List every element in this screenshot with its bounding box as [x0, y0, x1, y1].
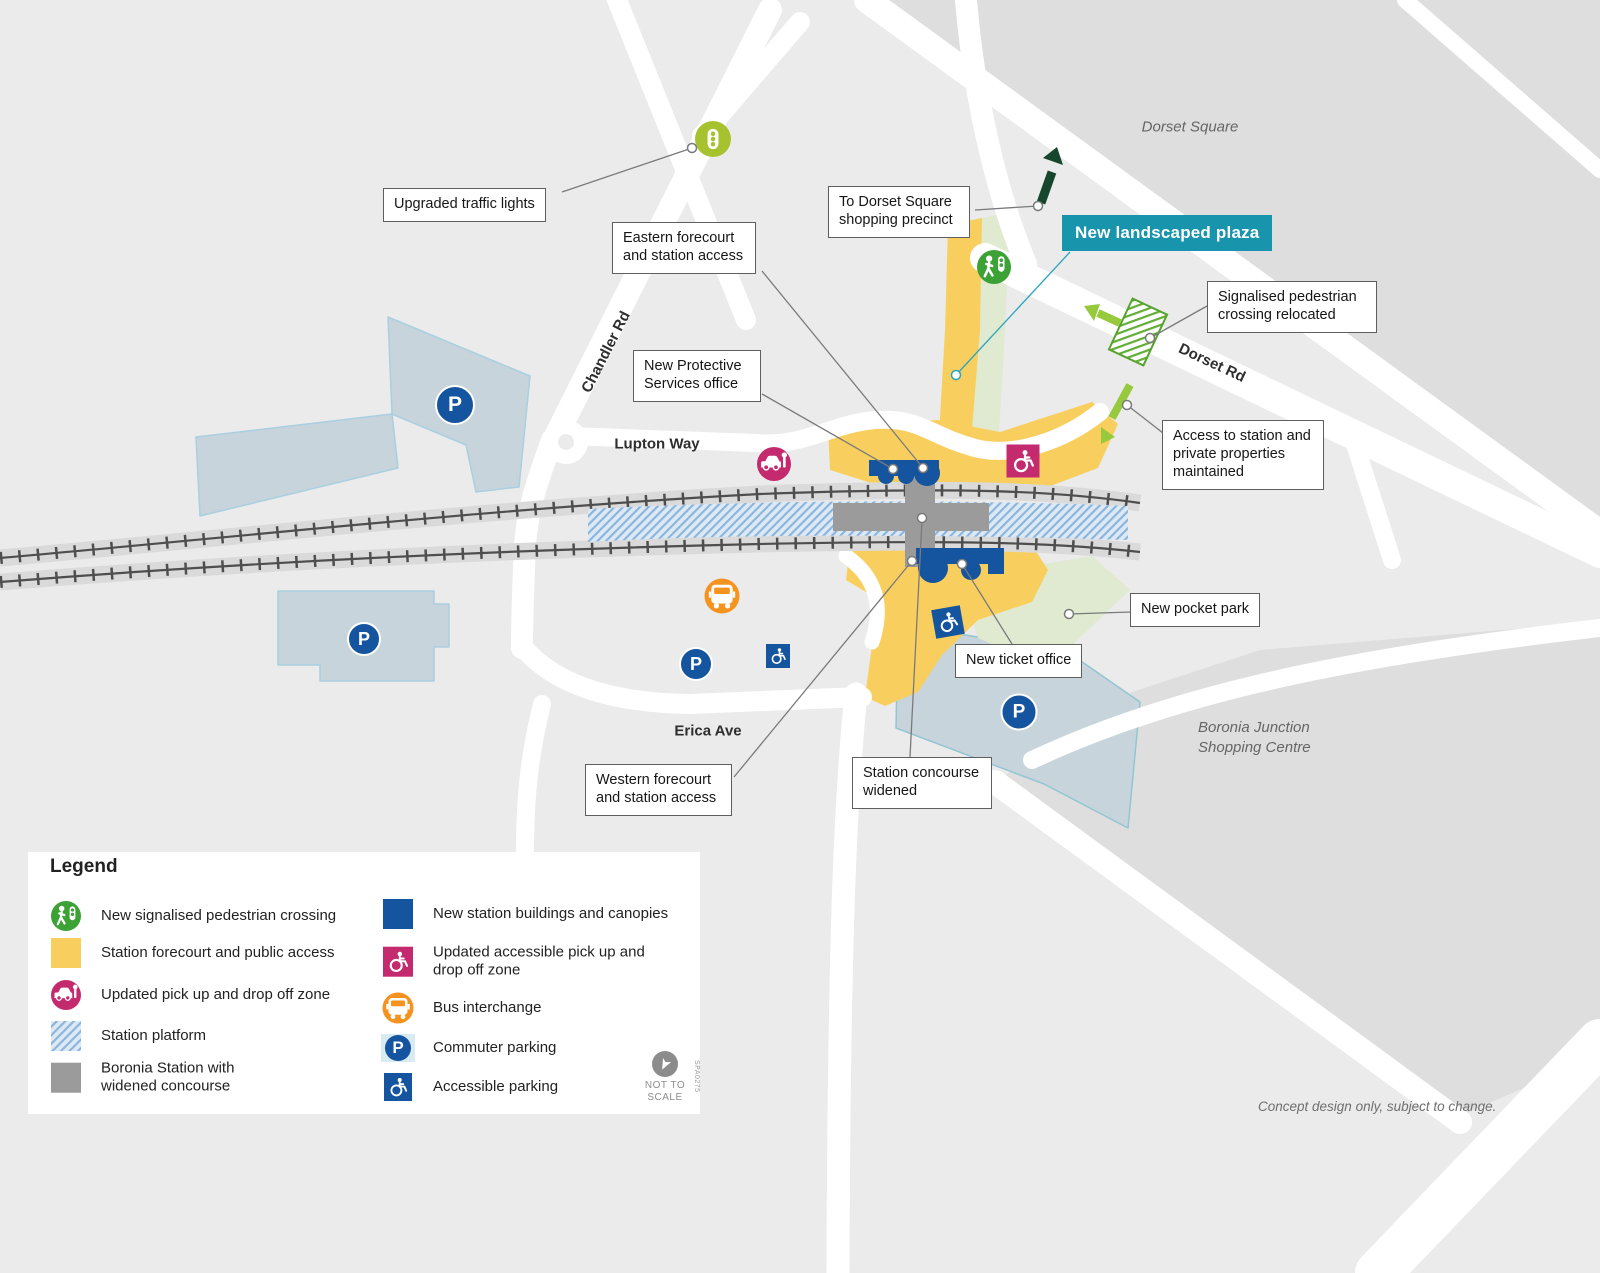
parking-letter: P: [1012, 701, 1026, 722]
legend-item-pickup-zone: Updated pick up and drop off zone: [48, 977, 330, 1013]
bus-interchange-icon: [380, 990, 416, 1026]
road-label-erica-ave: Erica Ave: [674, 722, 742, 740]
buildings-swatch: [380, 896, 416, 932]
commuter-parking-icon: P: [380, 1030, 416, 1066]
legend-label: Bus interchange: [433, 998, 542, 1016]
legend-label: New signalised pedestrian crossing: [101, 906, 337, 924]
callout-new-pocket-park: New pocket park: [1130, 593, 1260, 627]
roundabout: [544, 420, 588, 464]
area-label-dorset-square: Dorset Square: [1141, 118, 1239, 136]
commuter-parking-icon: P: [347, 622, 381, 656]
legend-item-forecourt: Station forecourt and public access: [48, 935, 334, 971]
legend-item-accessible-parking: Accessible parking: [380, 1069, 558, 1105]
rail-tracks: [0, 481, 1142, 591]
legend-label: Station platform: [101, 1026, 207, 1044]
legend-title: Legend: [50, 856, 118, 877]
callout-access-maintained: Access to station and private properties…: [1162, 420, 1324, 490]
traffic-light-icon: [695, 121, 731, 157]
legend-item-platform: Station platform: [48, 1018, 206, 1054]
road-label-lupton-way: Lupton Way: [614, 435, 700, 453]
callout-upgraded-traffic-lights: Upgraded traffic lights: [383, 188, 546, 222]
callout-station-concourse-widened: Station concourse widened: [852, 757, 992, 809]
callout-protective-services-office: New Protective Services office: [633, 350, 761, 402]
commuter-parking-icon: P: [679, 647, 713, 681]
legend-item-commuter-parking: P Commuter parking: [380, 1030, 556, 1066]
footnote-concept-design: Concept design only, subject to change.: [1258, 1099, 1497, 1114]
commuter-parking-icon: P: [435, 385, 475, 425]
legend-label: Commuter parking: [433, 1038, 557, 1056]
pickup-dropoff-icon: [757, 447, 791, 481]
commuter-parking-icon: P: [1000, 693, 1038, 731]
platform-swatch: [48, 1018, 84, 1054]
legend-label: New station buildings and canopies: [433, 904, 669, 922]
legend-item-station-buildings: New station buildings and canopies: [380, 896, 668, 932]
area-label-boronia-junction: Boronia Junction Shopping Centre: [1198, 719, 1311, 756]
accessible-pickup-icon: [380, 944, 416, 980]
callout-western-forecourt: Western forecourt and station access: [585, 764, 732, 816]
project-code: SPA0275: [693, 1060, 700, 1093]
legend-item-accessible-pickup: Updated accessible pick up and drop off …: [380, 944, 658, 981]
relocated-crossing-hatch: [1107, 297, 1169, 367]
legend-item-pedestrian-crossing: New signalised pedestrian crossing: [48, 898, 336, 934]
accessible-parking-icon: [380, 1069, 416, 1105]
accessible-parking-icon: [931, 605, 965, 639]
not-to-scale-label: NOT TO SCALE: [644, 1080, 686, 1103]
forecourt-swatch: [48, 935, 84, 971]
callout-new-landscaped-plaza: New landscaped plaza: [1062, 215, 1273, 251]
legend-label: Station forecourt and public access: [101, 943, 335, 961]
callout-signalised-crossing-relocated: Signalised pedestrian crossing relocated: [1207, 281, 1377, 333]
leader-dots: [686, 142, 1156, 620]
pedestrian-crossing-icon: [48, 898, 84, 934]
pedestrian-crossing-icon: [977, 250, 1011, 284]
legend-label: Accessible parking: [433, 1077, 559, 1095]
callout-eastern-forecourt: Eastern forecourt and station access: [612, 222, 756, 274]
not-to-scale-icon: [652, 1051, 678, 1077]
legend-label: Boronia Station with widened concourse: [101, 1059, 235, 1095]
parking-letter: P: [357, 628, 370, 649]
station-swatch: [48, 1060, 84, 1096]
legend-panel: Legend New signalised pedestrian crossin…: [28, 852, 700, 1114]
legend-item-bus-interchange: Bus interchange: [380, 990, 541, 1026]
callout-new-ticket-office: New ticket office: [955, 644, 1083, 678]
legend-label: Updated pick up and drop off zone: [101, 985, 331, 1003]
bus-interchange-icon: [704, 578, 740, 614]
parking-letter: P: [392, 1038, 404, 1057]
parking-letter: P: [689, 653, 702, 674]
accessible-parking-icon: [766, 644, 790, 668]
legend-label: Updated accessible pick up and drop off …: [433, 943, 645, 979]
direction-arrows: [1036, 147, 1134, 444]
legend-item-station-concourse: Boronia Station with widened concourse: [48, 1060, 271, 1097]
callout-to-dorset-square: To Dorset Square shopping precinct: [828, 186, 970, 238]
parking-letter: P: [447, 393, 462, 416]
pickup-dropoff-icon: [48, 977, 84, 1013]
accessible-pickup-icon: [1006, 444, 1040, 478]
leader-lines: [561, 147, 1208, 778]
